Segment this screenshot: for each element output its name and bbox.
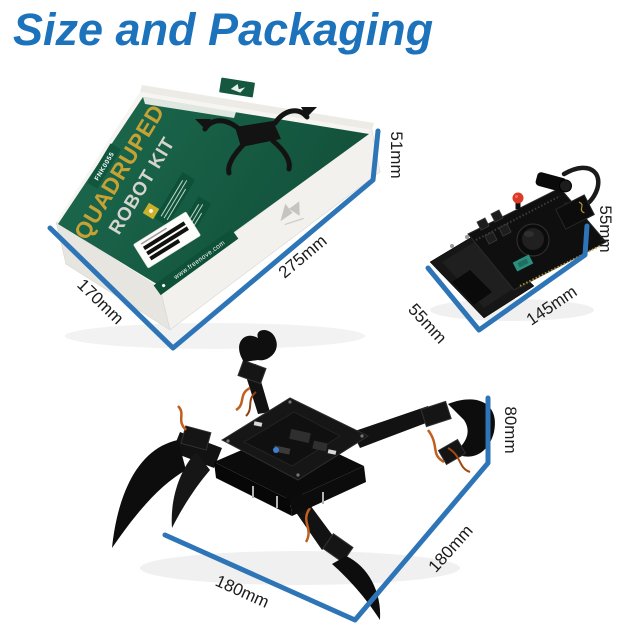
robot-dimension-line (162, 395, 491, 623)
page-title: Size and Packaging (13, 4, 434, 55)
box-height-label: 51mm (387, 131, 406, 179)
robot-photo (112, 330, 495, 620)
rf-module (555, 194, 595, 230)
robot-body (214, 397, 370, 516)
robot-right-leg (352, 399, 495, 473)
robot-left-leg (112, 405, 222, 548)
teal-component (512, 254, 534, 272)
box-dimension-line (47, 128, 381, 351)
controller-height-label: 55mm (596, 205, 615, 253)
barcode-bars (142, 221, 186, 251)
freenove-bird-icon (230, 84, 246, 93)
box-shadow (65, 323, 365, 349)
controller-photo (429, 165, 607, 321)
box-top-logo-tab (219, 77, 255, 98)
box-barcode-sticker (133, 212, 201, 268)
robot-front-leg (235, 330, 277, 417)
dc-jack (535, 172, 572, 193)
button-cluster (476, 209, 512, 245)
servo-wires (177, 405, 187, 431)
joystick (516, 223, 550, 257)
blue-led (273, 447, 279, 453)
robot-height-label: 80mm (501, 406, 520, 454)
dimension-lines (47, 128, 590, 623)
red-button (512, 192, 524, 209)
controller-dimension-line (425, 223, 590, 333)
box-side-logo (280, 201, 304, 226)
box-robot-print (195, 107, 317, 176)
